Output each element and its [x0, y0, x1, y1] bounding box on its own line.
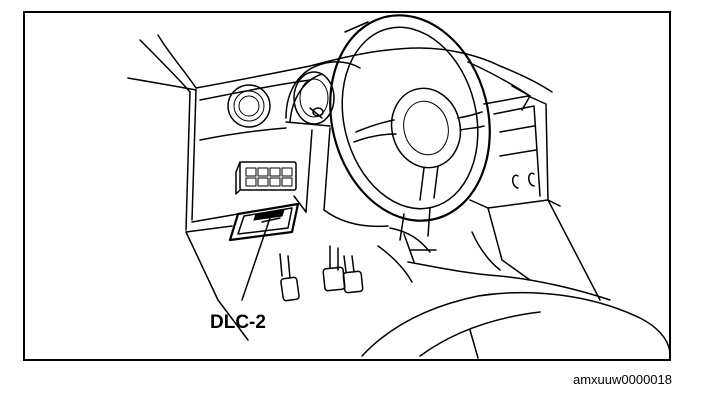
steering-wheel — [329, 14, 491, 241]
figure-id: amxuuw0000018 — [573, 372, 672, 387]
left-round-vent — [227, 84, 271, 128]
a-pillar — [127, 34, 197, 231]
center-console — [469, 95, 601, 301]
instrument-cluster — [285, 61, 361, 127]
driver-seat — [361, 291, 671, 359]
switch-panel — [235, 161, 297, 195]
dlc-2-callout-label: DLC-2 — [210, 312, 266, 333]
dashboard-top — [195, 21, 553, 111]
callout-leader-line — [241, 217, 271, 301]
dlc-2-connector — [228, 202, 300, 242]
pedals — [279, 245, 364, 302]
figure-frame — [23, 11, 671, 361]
dashboard-panel-lines — [185, 127, 437, 263]
floor-contours — [185, 231, 611, 341]
